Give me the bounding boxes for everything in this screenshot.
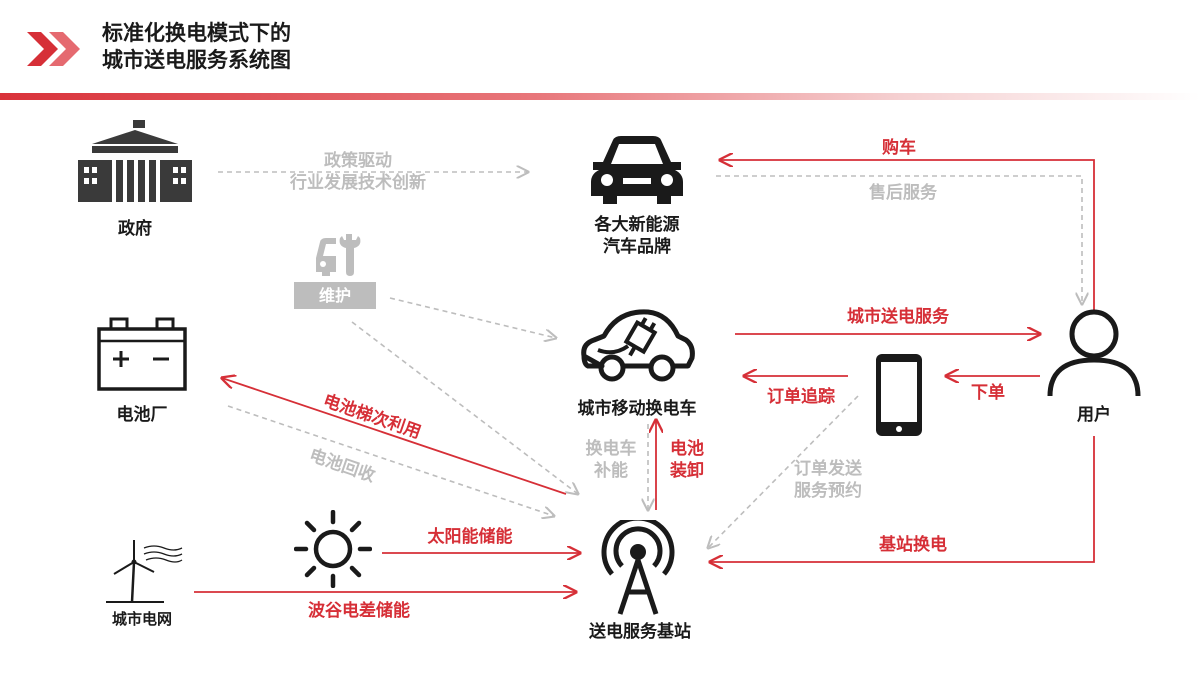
chevron-logo-icon — [27, 32, 80, 66]
node-mobile-swap-car: 城市移动换电车 — [577, 399, 697, 419]
arrow-purchase — [720, 160, 1095, 310]
smartphone-icon — [876, 354, 922, 436]
label-swap-replenish-line1: 换电车 — [585, 439, 637, 459]
label-order-send-line2: 服务预约 — [794, 481, 862, 501]
node-car-brands: 各大新能源 汽车品牌 — [575, 214, 699, 258]
label-order-tracking: 订单追踪 — [767, 387, 835, 407]
wrench-car-icon — [316, 234, 361, 276]
arrow-maintenance — [389, 297, 556, 338]
label-swap-replenish-line2: 补能 — [594, 461, 628, 481]
label-battery-load-line2: 装卸 — [670, 461, 704, 481]
page-title: 标准化换电模式下的 城市送电服务系统图 — [102, 20, 291, 74]
node-city-grid: 城市电网 — [111, 610, 172, 628]
user-icon — [1047, 309, 1141, 397]
arrow-station-swap — [710, 436, 1095, 562]
label-place-order: 下单 — [971, 383, 1005, 403]
node-battery-factory: 电池厂 — [116, 405, 168, 425]
battery-icon — [97, 317, 187, 391]
node-car-brands-line2: 汽车品牌 — [603, 237, 671, 257]
label-city-power-service: 城市送电服务 — [847, 307, 949, 327]
arrow-battery-reuse — [222, 378, 567, 495]
label-policy-line2: 行业发展技术创新 — [290, 173, 426, 193]
node-car-brands-line1: 各大新能源 — [594, 215, 680, 235]
signal-tower-icon — [601, 520, 675, 615]
wind-turbine-icon — [106, 540, 183, 603]
label-order-send: 订单发送 服务预约 — [768, 458, 888, 502]
government-building-icon — [78, 120, 192, 202]
node-government: 政府 — [118, 219, 152, 239]
label-policy-line1: 政策驱动 — [324, 151, 392, 171]
electric-car-plug-icon — [581, 309, 695, 382]
node-user: 用户 — [1077, 405, 1111, 425]
label-order-send-line1: 订单发送 — [794, 459, 862, 479]
title-line-2: 城市送电服务系统图 — [102, 48, 291, 72]
label-purchase: 购车 — [882, 138, 916, 158]
label-battery-load-line1: 电池 — [670, 439, 704, 459]
arrow-maintenance-station — [351, 321, 578, 494]
arrow-battery-recycle — [227, 405, 554, 516]
header-divider — [0, 93, 1200, 100]
label-station-swap: 基站换电 — [879, 535, 947, 555]
label-valley-storage: 波谷电差储能 — [308, 601, 410, 621]
sun-icon — [294, 510, 372, 588]
maintenance-box: 维护 — [294, 282, 376, 309]
label-swap-replenish: 换电车 补能 — [576, 438, 646, 482]
label-policy: 政策驱动 行业发展技术创新 — [258, 150, 458, 194]
label-solar-storage: 太阳能储能 — [427, 527, 513, 547]
label-after-sales: 售后服务 — [869, 183, 937, 203]
car-front-icon — [591, 136, 683, 204]
label-battery-load: 电池 装卸 — [662, 438, 712, 482]
arrow-after-sales — [716, 175, 1082, 304]
title-line-1: 标准化换电模式下的 — [102, 21, 291, 45]
node-base-station: 送电服务基站 — [589, 622, 691, 642]
